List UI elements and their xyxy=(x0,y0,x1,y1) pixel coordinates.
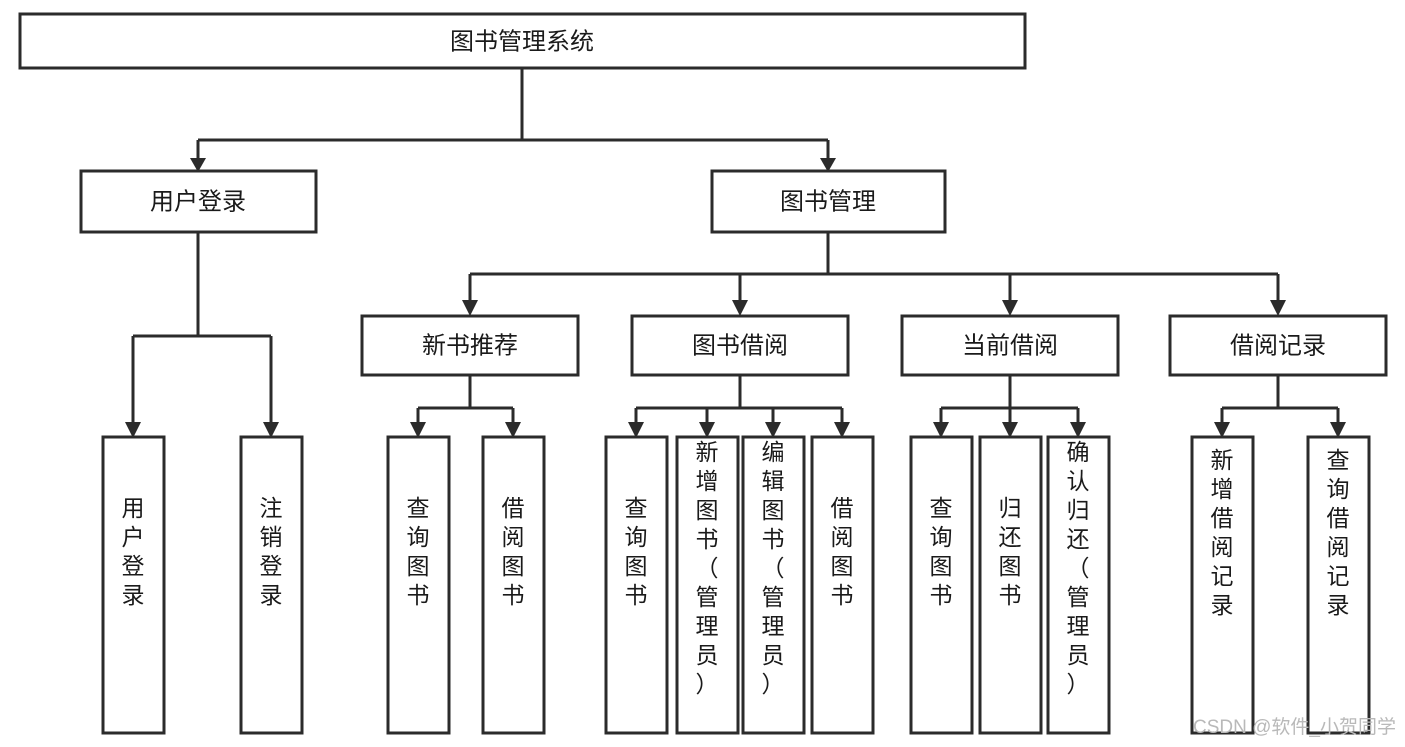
node-borrow-record-label: 借阅记录 xyxy=(1230,332,1326,359)
node-current-borrow-label: 当前借阅 xyxy=(962,332,1058,359)
arrowhead-borrow-record xyxy=(1270,300,1286,316)
leaf-user-logout[interactable]: 注销登录 xyxy=(239,435,304,735)
node-user-login-box[interactable] xyxy=(79,169,318,234)
csdn-watermark: CSDN @软件_小贺同学 xyxy=(1193,716,1396,738)
node-book-manage[interactable]: 图书管理 xyxy=(710,169,947,234)
leaf-add-borrow-record-box[interactable] xyxy=(1190,435,1255,735)
leaf-query-book-rec-box[interactable] xyxy=(386,435,451,735)
arrowhead-leaf-add-book-admin xyxy=(699,422,715,438)
leaf-add-book-admin-box[interactable] xyxy=(675,435,740,735)
arrowhead-leaf-confirm-return-admin xyxy=(1070,422,1086,438)
node-borrow-record[interactable]: 借阅记录 xyxy=(1168,314,1388,377)
node-new-book-recommend[interactable]: 新书推荐 xyxy=(360,314,580,377)
node-borrow-record-box[interactable] xyxy=(1168,314,1388,377)
node-user-login[interactable]: 用户登录 xyxy=(79,169,318,234)
node-new-book-recommend-label: 新书推荐 xyxy=(422,332,518,359)
leaf-user-logout-box[interactable] xyxy=(239,435,304,735)
node-root-label: 图书管理系统 xyxy=(450,28,594,55)
arrowhead-leaf-edit-book-admin xyxy=(765,422,781,438)
node-book-borrow-box[interactable] xyxy=(630,314,850,377)
leaf-return-book[interactable]: 归还图书 xyxy=(978,435,1043,735)
node-book-borrow-label: 图书借阅 xyxy=(692,332,788,359)
arrowhead-leaf-query-borrow-record xyxy=(1330,422,1346,438)
leaf-add-borrow-record[interactable]: 新增借阅记录 xyxy=(1190,435,1255,735)
arrowhead-leaf-return-book xyxy=(1002,422,1018,438)
arrowhead-new-book-recommend xyxy=(462,300,478,316)
arrowhead-book-manage xyxy=(820,158,836,172)
arrowhead-current-borrow xyxy=(1002,300,1018,316)
node-user-login-label: 用户登录 xyxy=(150,188,246,215)
node-book-manage-box[interactable] xyxy=(710,169,947,234)
leaf-borrow-book-rec-box[interactable] xyxy=(481,435,546,735)
leaf-borrow-book-box[interactable] xyxy=(810,435,875,735)
leaf-user-login-box[interactable] xyxy=(101,435,166,735)
leaf-borrow-book[interactable]: 借阅图书 xyxy=(810,435,875,735)
leaf-user-login[interactable]: 用户登录 xyxy=(101,435,166,735)
arrowhead-leaf-query-book-current xyxy=(933,422,949,438)
node-current-borrow[interactable]: 当前借阅 xyxy=(900,314,1120,377)
leaf-query-book-rec-label: 查询图书 xyxy=(407,495,430,608)
leaf-query-borrow-record-box[interactable] xyxy=(1306,435,1371,735)
arrowhead-leaf-borrow-book xyxy=(834,422,850,438)
leaf-query-book-borrow-label: 查询图书 xyxy=(625,495,648,608)
leaf-return-book-label: 归还图书 xyxy=(999,495,1022,608)
node-root-box[interactable] xyxy=(18,12,1027,70)
arrowhead-leaf-query-book-borrow xyxy=(628,422,644,438)
leaf-confirm-return-admin[interactable]: 确认归还（管理员） xyxy=(1046,435,1111,735)
arrowhead-book-borrow xyxy=(732,300,748,316)
leaf-borrow-book-rec-label: 借阅图书 xyxy=(502,495,525,608)
arrowhead-leaf-borrow-book-rec xyxy=(505,422,521,438)
leaf-confirm-return-admin-label: 确认归还（管理员） xyxy=(1067,439,1090,697)
leaf-query-book-borrow-box[interactable] xyxy=(604,435,669,735)
arrowhead-leaf-query-book-rec xyxy=(410,422,426,438)
leaf-query-borrow-record[interactable]: 查询借阅记录 xyxy=(1306,435,1371,735)
leaf-borrow-book-rec[interactable]: 借阅图书 xyxy=(481,435,546,735)
arrowhead-leaf-add-borrow-record xyxy=(1214,422,1230,438)
node-new-book-recommend-box[interactable] xyxy=(360,314,580,377)
leaf-user-login-label: 用户登录 xyxy=(122,495,145,608)
leaf-query-book-borrow[interactable]: 查询图书 xyxy=(604,435,669,735)
arrowhead-user-login xyxy=(190,158,206,172)
node-book-borrow[interactable]: 图书借阅 xyxy=(630,314,850,377)
leaf-edit-book-admin[interactable]: 编辑图书（管理员） xyxy=(741,435,806,735)
node-book-manage-label: 图书管理 xyxy=(780,188,876,215)
leaf-edit-book-admin-label: 编辑图书（管理员） xyxy=(762,439,785,697)
leaf-borrow-book-label: 借阅图书 xyxy=(831,495,854,608)
node-current-borrow-box[interactable] xyxy=(900,314,1120,377)
leaf-user-logout-label: 注销登录 xyxy=(260,495,283,608)
leaf-confirm-return-admin-box[interactable] xyxy=(1046,435,1111,735)
leaf-query-book-current-label: 查询图书 xyxy=(930,495,953,608)
leaf-add-book-admin[interactable]: 新增图书（管理员） xyxy=(675,435,740,735)
leaf-add-borrow-record-label: 新增借阅记录 xyxy=(1211,447,1234,618)
arrowhead-leaf-user-login xyxy=(125,422,141,438)
node-root[interactable]: 图书管理系统 xyxy=(18,12,1027,70)
leaf-return-book-box[interactable] xyxy=(978,435,1043,735)
arrowhead-leaf-user-logout xyxy=(263,422,279,438)
leaf-query-borrow-record-label: 查询借阅记录 xyxy=(1327,447,1350,618)
connector-layer xyxy=(125,68,1346,438)
leaf-query-book-rec[interactable]: 查询图书 xyxy=(386,435,451,735)
leaf-edit-book-admin-box[interactable] xyxy=(741,435,806,735)
leaf-query-book-current[interactable]: 查询图书 xyxy=(909,435,974,735)
leaf-query-book-current-box[interactable] xyxy=(909,435,974,735)
leaf-add-book-admin-label: 新增图书（管理员） xyxy=(696,439,719,697)
